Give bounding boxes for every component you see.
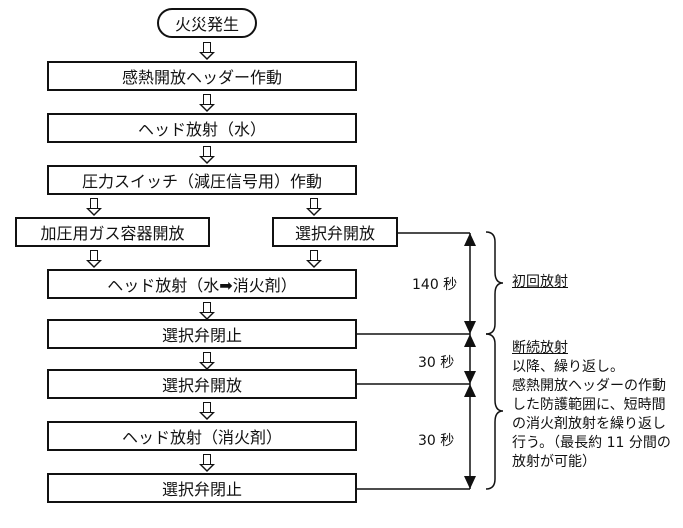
note-line: した防護範囲に、短時間 [512, 397, 666, 413]
note-line: 行う。（最長約 11 分間の [512, 435, 671, 451]
note-line: 以降、繰り返し。 [512, 359, 624, 375]
timeline-arrowhead [464, 384, 476, 397]
start-label: 火災発生 [174, 15, 239, 34]
step-label: ヘッド放射（水➡消火剤） [107, 276, 297, 295]
bracket-first [485, 231, 504, 335]
interval-label-140: 140 秒 [412, 277, 458, 293]
step-label: 加圧用ガス容器開放 [40, 224, 185, 243]
step-select-valve-open-2: 選択弁開放 [47, 369, 357, 399]
step-pressure-switch: 圧力スイッチ（減圧信号用）作動 [47, 165, 357, 195]
step-head-water-agent: ヘッド放射（水➡消火剤） [47, 269, 357, 299]
step-label: 感熱開放ヘッダー作動 [121, 68, 282, 87]
step-label: 選択弁開放 [161, 376, 242, 395]
step-label: ヘッド放射（水） [137, 120, 266, 139]
bracket-second [485, 333, 504, 490]
step-head-water: ヘッド放射（水） [47, 113, 357, 143]
timeline-arrowhead [464, 334, 476, 347]
step-select-valve-close-1: 選択弁閉止 [47, 319, 357, 349]
timeline-arrowhead [464, 321, 476, 334]
timeline-arrowhead [464, 371, 476, 384]
start-node: 火災発生 [157, 8, 257, 38]
note-line: の消火剤放射を繰り返し [512, 416, 666, 432]
step-label: 選択弁開放 [294, 224, 375, 243]
step-heat-header: 感熱開放ヘッダー作動 [47, 61, 357, 91]
timeline-arrowhead [464, 476, 476, 489]
step-label: 圧力スイッチ（減圧信号用）作動 [81, 172, 322, 191]
step-label: ヘッド放射（消火剤） [121, 428, 282, 447]
interval-label-30-first: 30 秒 [418, 355, 455, 371]
step-label: 選択弁閉止 [161, 326, 242, 345]
step-label: 選択弁閉止 [161, 480, 242, 499]
note-intermittent: 断続放射 以降、繰り返し。 感熱開放ヘッダーの作動 した防護範囲に、短時間 の消… [512, 339, 671, 472]
note-intermittent-title: 断続放射 [512, 340, 568, 356]
step-head-agent: ヘッド放射（消火剤） [47, 421, 357, 451]
note-line: 感熱開放ヘッダーの作動 [512, 378, 666, 394]
timeline-arrowhead [464, 233, 476, 246]
note-first-discharge-title: 初回放射 [512, 274, 568, 290]
note-line: 放射が可能） [512, 454, 596, 470]
step-select-valve-open-1: 選択弁開放 [272, 217, 398, 247]
step-gas-container: 加圧用ガス容器開放 [15, 217, 210, 247]
interval-label-30-second: 30 秒 [418, 433, 455, 449]
step-select-valve-close-2: 選択弁閉止 [47, 473, 357, 503]
